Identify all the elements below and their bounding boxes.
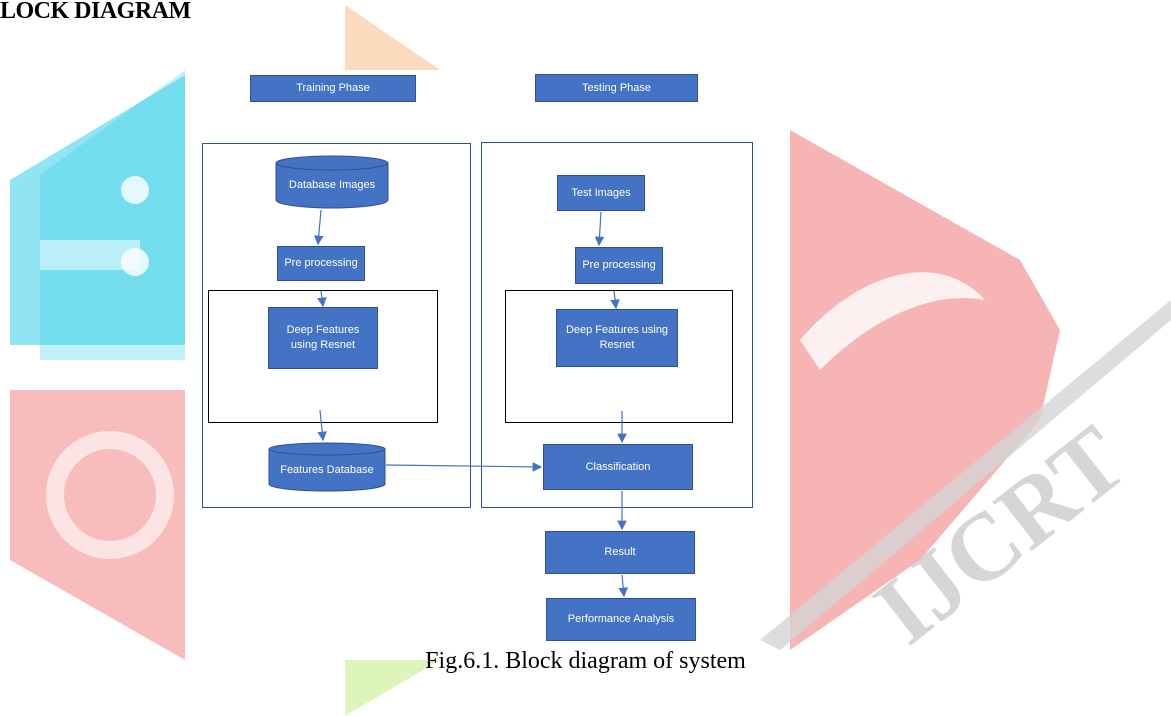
database-images-label: Database Images <box>288 179 376 191</box>
result: Result <box>545 531 695 574</box>
features-database-cylinder <box>268 442 386 492</box>
testing-feature-extraction-frame <box>505 290 733 423</box>
database-images-cylinder <box>275 155 389 209</box>
training-phase-panel <box>202 143 471 508</box>
features-database-label: Features Database <box>280 464 374 476</box>
figure-caption: Fig.6.1. Block diagram of system <box>425 648 746 674</box>
testing-phase-panel <box>481 142 753 508</box>
test-images: Test Images <box>557 175 645 211</box>
training-pre-processing: Pre processing <box>277 246 365 281</box>
training-phase-label: Training Phase <box>250 75 416 102</box>
training-deep-features-resnet: Deep Features using Resnet <box>268 307 378 369</box>
section-heading: LOCK DIAGRAM <box>0 0 191 24</box>
testing-pre-processing: Pre processing <box>575 247 663 284</box>
performance-analysis: Performance Analysis <box>546 598 696 641</box>
testing-deep-features-resnet: Deep Features using Resnet <box>556 309 678 367</box>
testing-phase-label: Testing Phase <box>535 74 698 102</box>
classification: Classification <box>543 444 693 490</box>
